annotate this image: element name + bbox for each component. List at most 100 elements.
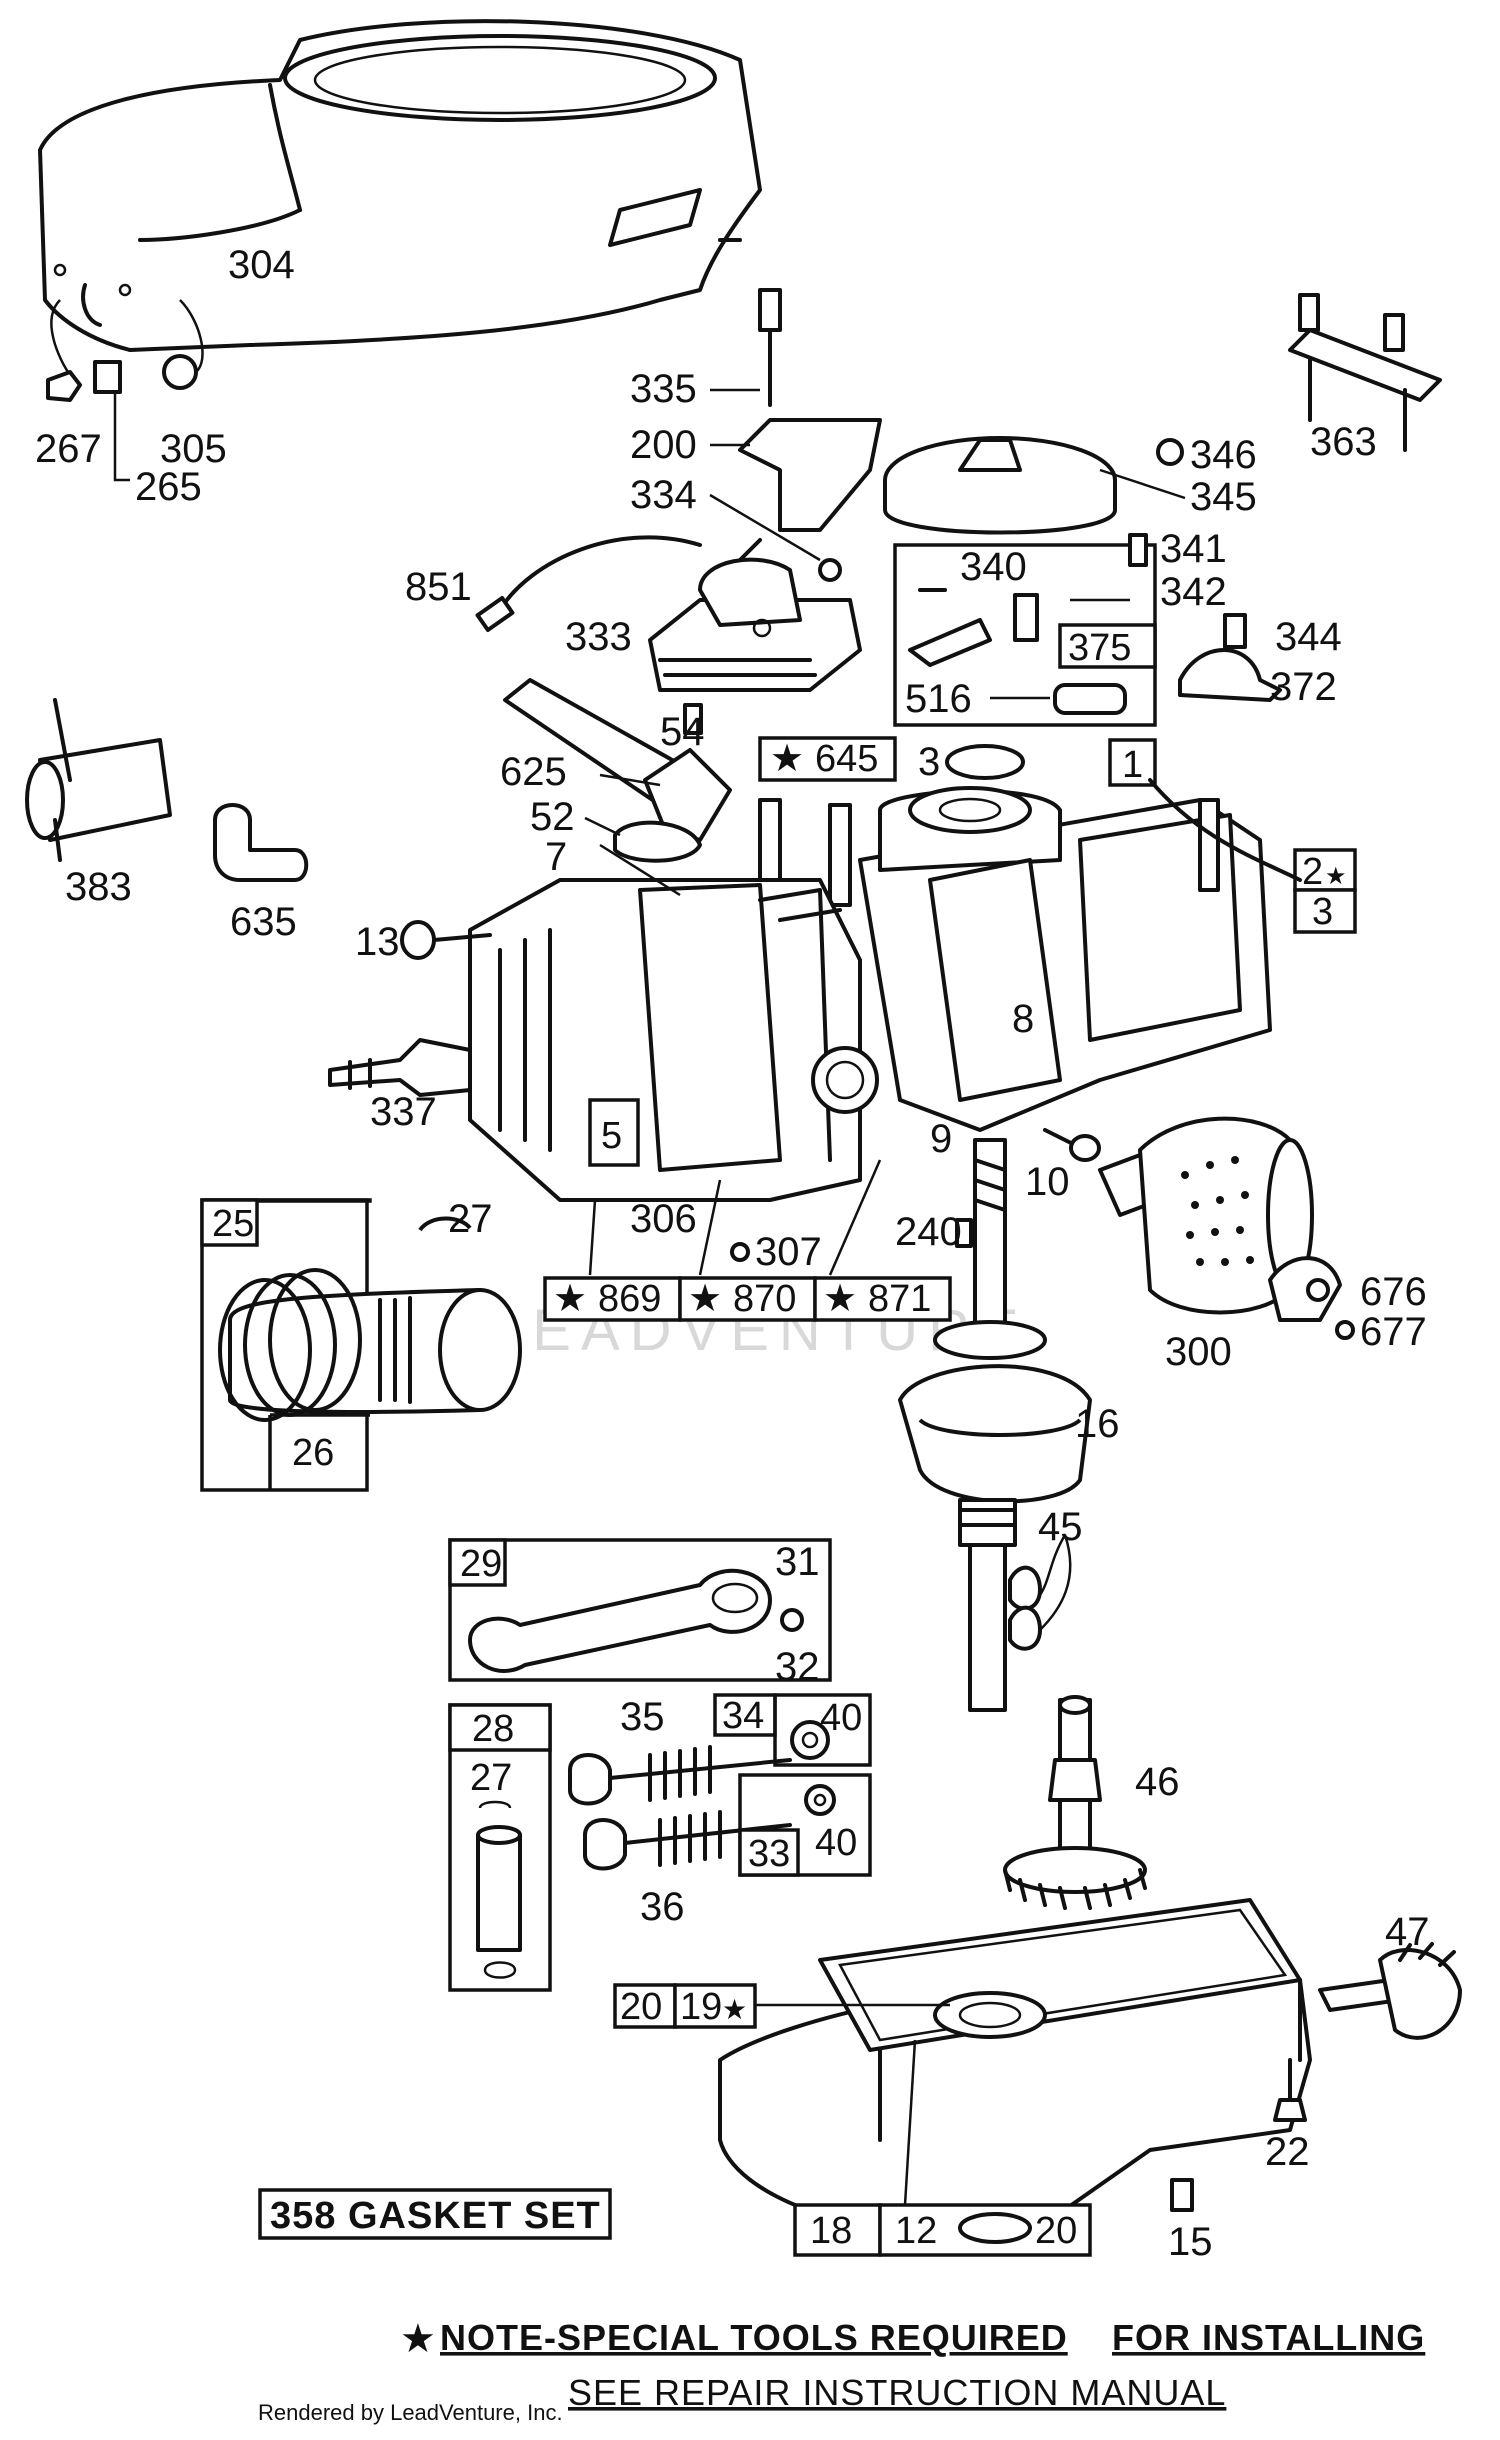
- kit-box-645[interactable]: ★ 645: [758, 736, 897, 782]
- svg-text:★: ★: [823, 1278, 857, 1320]
- label-340: 340: [960, 545, 1027, 589]
- bolt-22[interactable]: [1273, 2058, 1307, 2122]
- label-333: 333: [565, 615, 632, 659]
- kit-box-3[interactable]: 3: [1293, 888, 1357, 934]
- label-35: 35: [620, 1695, 665, 1739]
- label-375: 375: [1068, 627, 1131, 669]
- cylinder-head[interactable]: 5: [468, 878, 879, 1202]
- label-40a: 40: [820, 1697, 862, 1739]
- engine-base-sump[interactable]: [718, 1898, 1312, 2232]
- cylinder-block[interactable]: 8: [758, 778, 1302, 1132]
- kit-box-2[interactable]: 2 ★: [1293, 848, 1357, 893]
- label-20a: 20: [620, 1986, 662, 2028]
- piston-pin-box[interactable]: 28 27: [448, 1703, 552, 1992]
- label-200: 200: [630, 423, 697, 467]
- label-54: 54: [660, 710, 705, 754]
- gasket-set-box[interactable]: 358 GASKET SET: [258, 2188, 612, 2240]
- piston-box[interactable]: 25 26: [200, 1198, 522, 1492]
- kit-box-870[interactable]: ★ 870: [678, 1276, 817, 1322]
- svg-text:★: ★: [553, 1278, 587, 1320]
- plug-15[interactable]: [1170, 2178, 1194, 2212]
- label-307: 307: [755, 1230, 822, 1274]
- crankshaft[interactable]: [898, 1138, 1092, 1712]
- label-345: 345: [1190, 475, 1257, 519]
- muffler-guard[interactable]: [1268, 1256, 1355, 1340]
- label-27b: 27: [470, 1757, 512, 1799]
- label-15: 15: [1168, 2220, 1213, 2264]
- clamp-372[interactable]: [1178, 613, 1282, 702]
- label-27a: 27: [448, 1197, 493, 1241]
- label-46: 46: [1135, 1760, 1180, 1804]
- label-19: 19: [680, 1986, 722, 2028]
- label-22: 22: [1265, 2130, 1310, 2174]
- label-10: 10: [1025, 1160, 1070, 1204]
- label-7: 7: [545, 835, 567, 879]
- label-300: 300: [1165, 1330, 1232, 1374]
- label-869: 869: [598, 1278, 661, 1320]
- note-for-installing: FOR INSTALLING: [1112, 2317, 1425, 2358]
- label-36: 36: [640, 1885, 685, 1929]
- label-34: 34: [722, 1695, 764, 1737]
- housing-fasteners[interactable]: [46, 299, 204, 482]
- blower-housing[interactable]: [38, 19, 762, 352]
- kit-box-871[interactable]: ★ 871: [813, 1276, 952, 1322]
- label-26: 26: [292, 1432, 334, 1474]
- label-47: 47: [1385, 1910, 1430, 1954]
- spark-plug[interactable]: [328, 1038, 472, 1097]
- label-342: 342: [1160, 570, 1227, 614]
- label-625: 625: [500, 750, 567, 794]
- label-18: 18: [810, 2210, 852, 2252]
- label-305: 305: [160, 427, 227, 471]
- kit-box-1[interactable]: 1: [1108, 738, 1157, 787]
- svg-text:★: ★: [722, 1994, 747, 2025]
- label-20b: 20: [1035, 2210, 1077, 2252]
- flywheel[interactable]: [883, 436, 1186, 535]
- bracket-363[interactable]: [1288, 293, 1442, 452]
- label-635: 635: [230, 900, 297, 944]
- kit-box-869[interactable]: ★ 869: [543, 1276, 682, 1322]
- kit-box-20-19[interactable]: 20 19 ★: [613, 1983, 757, 2029]
- governor-47[interactable]: [1318, 1942, 1462, 2040]
- camshaft[interactable]: [1003, 1695, 1147, 1910]
- label-3b: 3: [1312, 891, 1333, 933]
- valve-assembly[interactable]: 34 33: [568, 1693, 872, 1877]
- label-33: 33: [748, 1833, 790, 1875]
- label-9: 9: [930, 1117, 952, 1161]
- bolt-13[interactable]: [400, 920, 492, 960]
- label-12: 12: [895, 2210, 937, 2252]
- label-871: 871: [868, 1278, 931, 1320]
- label-16: 16: [1075, 1402, 1120, 1446]
- elbow-635[interactable]: [213, 803, 309, 882]
- key-240[interactable]: [955, 1218, 973, 1248]
- label-346: 346: [1190, 433, 1257, 477]
- label-363: 363: [1310, 420, 1377, 464]
- label-52: 52: [530, 795, 575, 839]
- muffler[interactable]: [1098, 1116, 1314, 1315]
- seal-3[interactable]: [945, 744, 1025, 780]
- label-1: 1: [1122, 744, 1143, 786]
- label-341: 341: [1160, 527, 1227, 571]
- ignition-armature[interactable]: [475, 535, 862, 692]
- label-13: 13: [355, 920, 400, 964]
- label-3a: 3: [918, 740, 940, 784]
- tool-383[interactable]: [25, 698, 172, 862]
- label-25: 25: [212, 1203, 254, 1245]
- governor-parts-box[interactable]: [893, 533, 1157, 727]
- part-307[interactable]: [730, 1242, 750, 1262]
- breather-tube[interactable]: [503, 678, 732, 863]
- connecting-rod-box[interactable]: 29: [448, 1538, 832, 1682]
- bracket-assembly[interactable]: [709, 288, 882, 582]
- label-32: 32: [775, 1645, 820, 1689]
- label-28: 28: [472, 1708, 514, 1750]
- note-star: ★: [400, 2317, 437, 2361]
- bolt-10[interactable]: [1043, 1128, 1101, 1162]
- label-870: 870: [733, 1278, 796, 1320]
- label-337: 337: [370, 1090, 437, 1134]
- label-267: 267: [35, 427, 102, 471]
- label-516: 516: [905, 677, 972, 721]
- svg-text:★: ★: [688, 1278, 722, 1320]
- credit-text: Rendered by LeadVenture, Inc.: [258, 2400, 563, 2425]
- note-repair-manual: SEE REPAIR INSTRUCTION MANUAL: [568, 2372, 1226, 2413]
- kit-box-18-12-20[interactable]: 18 12 20: [793, 2203, 1092, 2257]
